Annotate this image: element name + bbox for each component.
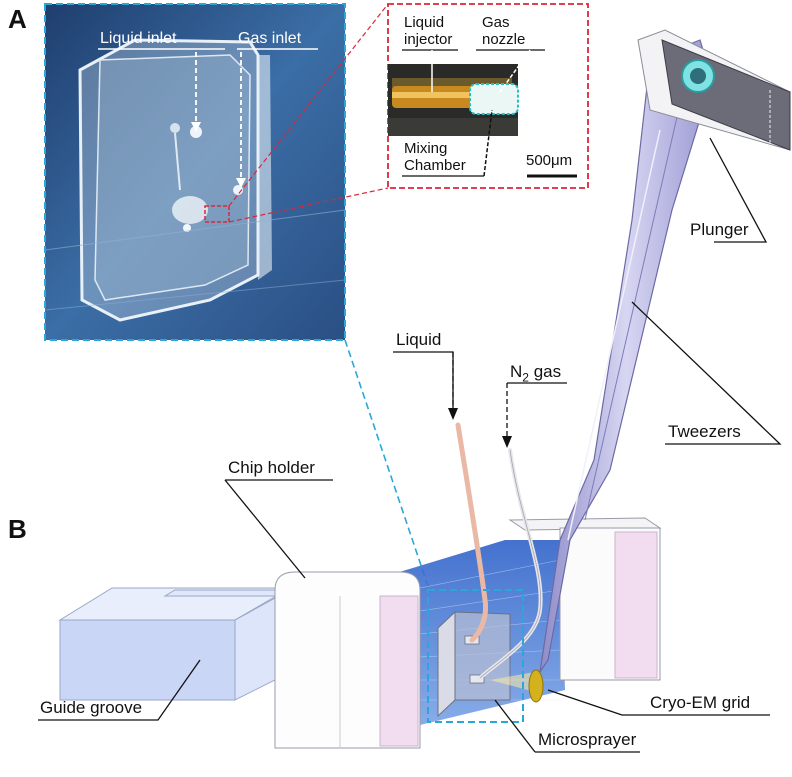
mixing-chamber-line1: Mixing xyxy=(404,140,448,157)
chip-holder-shape xyxy=(274,571,421,749)
liquid-label: Liquid xyxy=(396,330,442,349)
photo-frame xyxy=(44,3,346,341)
mixing-chamber-line2: Chamber xyxy=(404,157,466,174)
plunger-shape xyxy=(637,29,791,151)
chip-holder-label: Chip holder xyxy=(228,458,315,477)
tweezers-label: Tweezers xyxy=(668,422,741,441)
n2-gas-label: N2 gas xyxy=(510,362,561,384)
gas-inlet-label: Gas inlet xyxy=(238,30,302,47)
scale-bar-label: 500μm xyxy=(526,152,573,169)
cryo-em-grid-label: Cryo-EM grid xyxy=(650,693,751,712)
n2-gas-subscript: 2 xyxy=(522,370,529,385)
cryo-em-grid-disc xyxy=(528,669,544,703)
mixing-chamber-label: Mixing Chamber xyxy=(404,140,466,174)
n2-gas-suffix: gas xyxy=(528,362,562,381)
panel-label-a: A xyxy=(8,4,27,34)
plunger-label: Plunger xyxy=(690,220,749,239)
microsprayer-label: Microsprayer xyxy=(538,730,637,749)
microscope-inset xyxy=(387,3,589,189)
liquid-injector-line1: Liquid xyxy=(404,14,445,31)
gas-nozzle-line2: nozzle xyxy=(482,31,526,48)
microsprayer-frame xyxy=(427,589,524,723)
gas-nozzle-label: Gas nozzle xyxy=(482,14,525,48)
chip-photo xyxy=(44,4,346,340)
liquid-injector-line2: injector xyxy=(404,31,453,48)
right-holder-block xyxy=(508,517,662,681)
n2-gas-prefix: N xyxy=(510,362,523,381)
liquid-inlet-label: Liquid inlet xyxy=(100,30,177,47)
liquid-tube xyxy=(455,422,489,643)
liquid-injector-label: Liquid injector xyxy=(404,14,452,48)
guide-groove-label: Guide groove xyxy=(40,698,143,717)
panel-label-b: B xyxy=(8,514,27,544)
guide-groove-shape xyxy=(58,587,302,701)
gas-nozzle-line1: Gas xyxy=(482,14,510,31)
